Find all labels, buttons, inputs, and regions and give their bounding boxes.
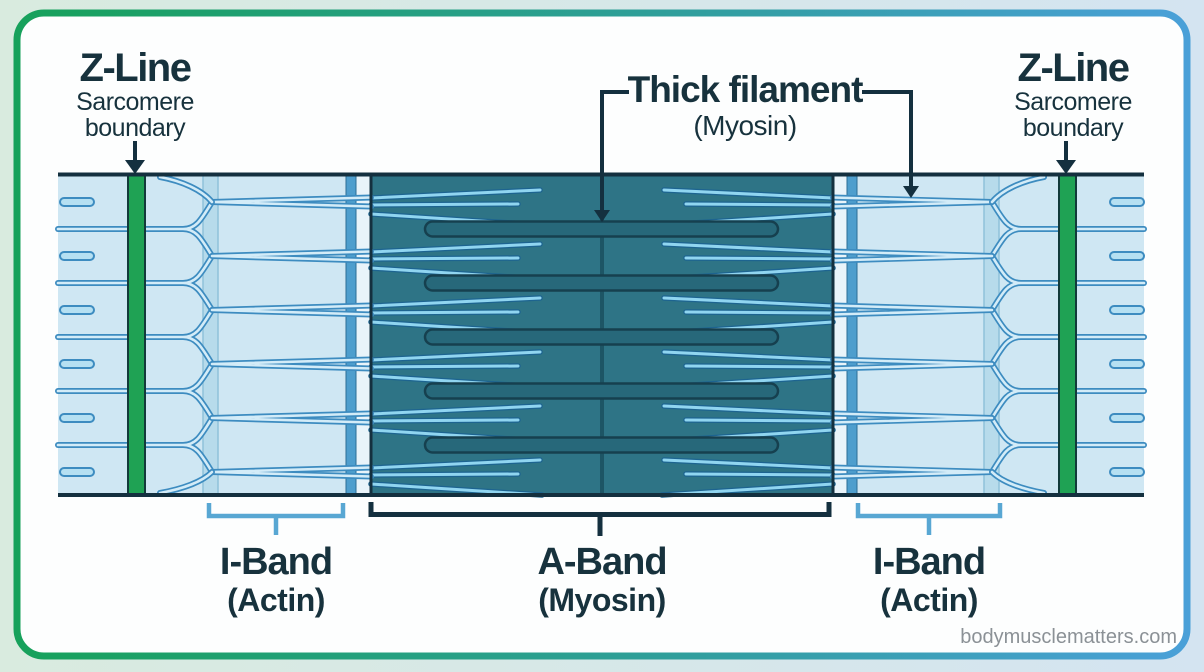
thick-filament-rods xyxy=(423,220,780,454)
annotations xyxy=(125,90,1076,536)
right-white-strip xyxy=(833,175,847,494)
myofibril-band xyxy=(58,172,1144,498)
z-line-right-subtitle-2: boundary xyxy=(1022,114,1124,142)
thick-filament-label: Thick filament (Myosin) xyxy=(627,69,864,142)
left-white-strip xyxy=(356,175,371,494)
a-band-label: A-Band (Myosin) xyxy=(537,541,667,618)
z-line-left-subtitle-1: Sarcomere xyxy=(76,88,194,116)
right-blue-strip xyxy=(846,174,858,495)
i-band-right-label: I-Band (Actin) xyxy=(872,541,986,618)
thick-filament-subtitle: (Myosin) xyxy=(693,110,797,141)
z-line-left-title: Z-Line xyxy=(79,46,192,90)
i-band-left-bracket xyxy=(206,503,346,535)
z-line-right-bar xyxy=(1058,174,1077,495)
i-band-left-subtitle: (Actin) xyxy=(227,582,325,618)
thick-filament-left-pointer xyxy=(594,90,629,222)
right-pale-strip xyxy=(983,174,1000,495)
a-band-bracket xyxy=(368,502,832,536)
left-blue-strip xyxy=(345,174,357,495)
band-bottom-border xyxy=(58,493,1144,497)
thick-filament-right-pointer xyxy=(862,90,919,198)
i-band-left-title: I-Band xyxy=(219,541,333,583)
z-line-left-arrow xyxy=(125,141,145,174)
watermark: bodymusclematters.com xyxy=(960,626,1177,648)
a-band-subtitle: (Myosin) xyxy=(538,582,666,618)
i-band-right-title: I-Band xyxy=(872,541,986,583)
z-line-left-subtitle-2: boundary xyxy=(84,114,186,142)
i-band-right-bracket xyxy=(855,503,1003,535)
z-line-left-label: Z-Line Sarcomere boundary xyxy=(76,47,194,141)
z-line-right-arrow xyxy=(1056,141,1076,174)
thick-filament-title: Thick filament xyxy=(627,69,864,110)
z-line-right-title: Z-Line xyxy=(1017,46,1130,90)
z-line-right-subtitle-1: Sarcomere xyxy=(1014,88,1132,116)
left-pale-strip xyxy=(202,174,219,495)
i-band-left-label: I-Band (Actin) xyxy=(219,541,333,618)
i-band-right-subtitle: (Actin) xyxy=(880,582,978,618)
z-line-right-label: Z-Line Sarcomere boundary xyxy=(1014,47,1132,141)
a-band-title: A-Band xyxy=(537,541,667,583)
z-line-left-bar xyxy=(127,174,146,495)
i-band-actin-filaments xyxy=(145,174,1059,496)
